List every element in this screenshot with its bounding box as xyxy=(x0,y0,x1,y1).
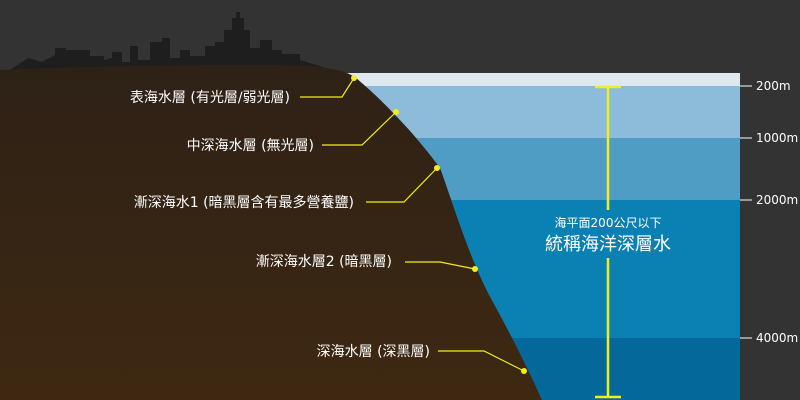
leader-bathypelagic-2 xyxy=(405,261,476,270)
zone-label-mesopelagic: 中深海水層 (無光層) xyxy=(187,138,314,154)
leader-mesopelagic xyxy=(322,111,397,146)
zone-label-abyssopelagic: 深海水層 (深黑層) xyxy=(317,344,430,360)
water-band-surface xyxy=(300,73,740,86)
dot-mesopelagic xyxy=(393,109,399,115)
dot-bathypelagic-1 xyxy=(434,165,440,171)
leader-bathypelagic-1 xyxy=(366,167,438,203)
depth-label-4000m: 4000m xyxy=(756,331,798,345)
dot-abyssopelagic xyxy=(521,368,527,374)
dot-epipelagic xyxy=(351,75,357,81)
depth-label-1000m: 1000m xyxy=(756,131,798,145)
city-skyline xyxy=(10,12,330,70)
depth-label-200m: 200m xyxy=(756,79,791,93)
leader-epipelagic xyxy=(300,77,355,98)
zone-label-epipelagic: 表海水層 (有光層/弱光層) xyxy=(130,90,290,106)
continental-shelf xyxy=(0,65,542,400)
annotation-big: 統稱海洋深層水 xyxy=(545,234,671,255)
annotation-small: 海平面200公尺以下 xyxy=(555,215,662,230)
bracket-label-backdrop xyxy=(536,210,686,258)
zone-label-bathypelagic-2: 漸深海水層2 (暗黑層) xyxy=(256,254,392,270)
dot-bathypelagic-2 xyxy=(472,266,478,272)
leader-dots xyxy=(351,75,527,374)
leader-abyssopelagic xyxy=(438,350,525,372)
depth-scale xyxy=(740,85,752,339)
zone-label-bathypelagic-1: 漸深海水1 (暗黑層含有最多營養鹽) xyxy=(134,194,354,211)
leader-lines xyxy=(300,77,525,372)
depth-label-2000m: 2000m xyxy=(756,193,798,207)
